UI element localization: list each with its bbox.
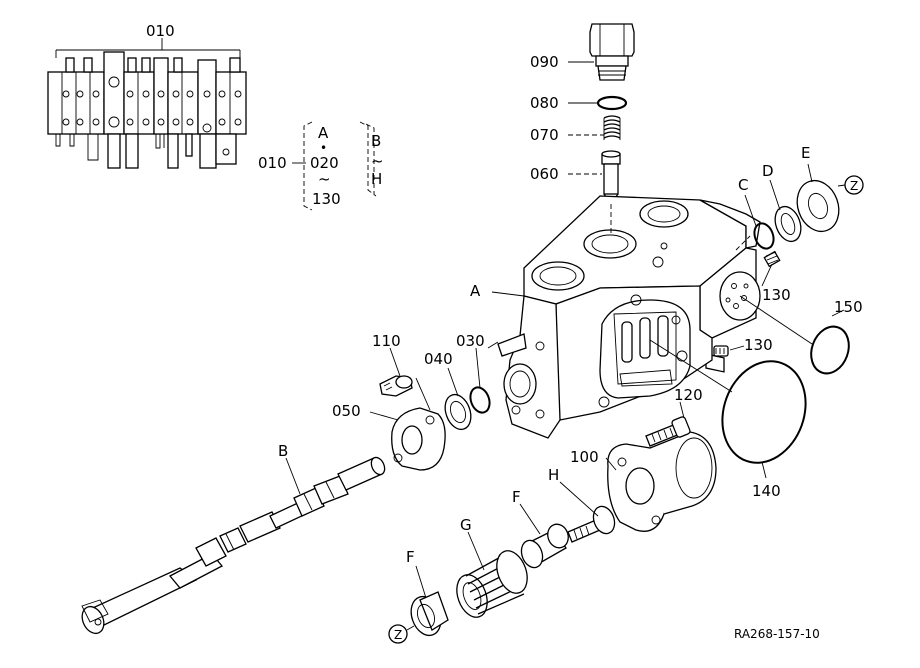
callout-labels: 010 010 A • 020 ~ 130 B ~ H 090 080 070 … (146, 22, 863, 642)
label-090: 090 (530, 53, 559, 71)
label-d: D (762, 162, 774, 180)
label-z-bottom: Z (394, 628, 402, 642)
label-g: G (460, 516, 472, 534)
label-040: 040 (424, 350, 453, 368)
o-ring-c (753, 222, 775, 250)
spring-070 (603, 115, 621, 140)
cap-e (796, 179, 840, 233)
label-assy-top: 010 (146, 22, 175, 40)
label-range-tilde: ~ (318, 170, 331, 188)
label-030: 030 (456, 332, 485, 350)
bolt-120 (645, 416, 691, 447)
bolt-h (567, 505, 616, 543)
label-range-a: A (318, 124, 329, 142)
label-z-top: Z (850, 179, 858, 193)
label-range-020: 020 (310, 154, 339, 172)
label-range-tilde2: ~ (371, 152, 384, 170)
cap-100 (607, 431, 717, 532)
valve-body-a (497, 195, 761, 439)
label-150: 150 (834, 298, 863, 316)
label-range-dot: • (320, 141, 327, 155)
range-bracket (292, 121, 377, 211)
label-080: 080 (530, 94, 559, 112)
label-130b: 130 (744, 336, 773, 354)
plug-130-upper (763, 250, 781, 268)
label-range-b: B (371, 132, 381, 150)
label-110: 110 (372, 332, 401, 350)
leader-lines (285, 61, 846, 631)
o-ring-080 (596, 95, 628, 111)
bolt-110 (379, 375, 413, 397)
label-140: 140 (752, 482, 781, 500)
valve-assembly-thumbnail (47, 38, 247, 169)
label-f-lower: F (406, 548, 415, 566)
seat-f-lower (410, 591, 449, 637)
label-100: 100 (570, 448, 599, 466)
label-120: 120 (674, 386, 703, 404)
relief-plug-090 (589, 23, 635, 81)
seat-f-upper (520, 523, 569, 569)
label-050: 050 (332, 402, 361, 420)
plug-130-lower (713, 345, 729, 357)
label-b: B (278, 442, 288, 460)
label-130a: 130 (762, 286, 791, 304)
label-f-upper: F (512, 488, 521, 506)
label-range-130: 130 (312, 190, 341, 208)
spring-g (456, 550, 528, 618)
o-ring-150 (810, 325, 850, 375)
label-assy-left: 010 (258, 154, 287, 172)
spool-b (81, 456, 386, 635)
reference-code: RA268-157-10 (734, 627, 820, 641)
z-marker-bottom (388, 624, 408, 644)
o-ring-140 (721, 360, 807, 464)
label-c: C (738, 176, 748, 194)
plate-050 (391, 407, 446, 471)
label-060: 060 (530, 165, 559, 183)
backup-ring-040 (444, 393, 472, 431)
label-070: 070 (530, 126, 559, 144)
backup-ring-d (774, 205, 802, 243)
o-ring-030 (469, 386, 491, 414)
label-range-h: H (371, 170, 382, 188)
label-h: H (548, 466, 559, 484)
label-a: A (470, 282, 481, 300)
label-e: E (801, 144, 810, 162)
